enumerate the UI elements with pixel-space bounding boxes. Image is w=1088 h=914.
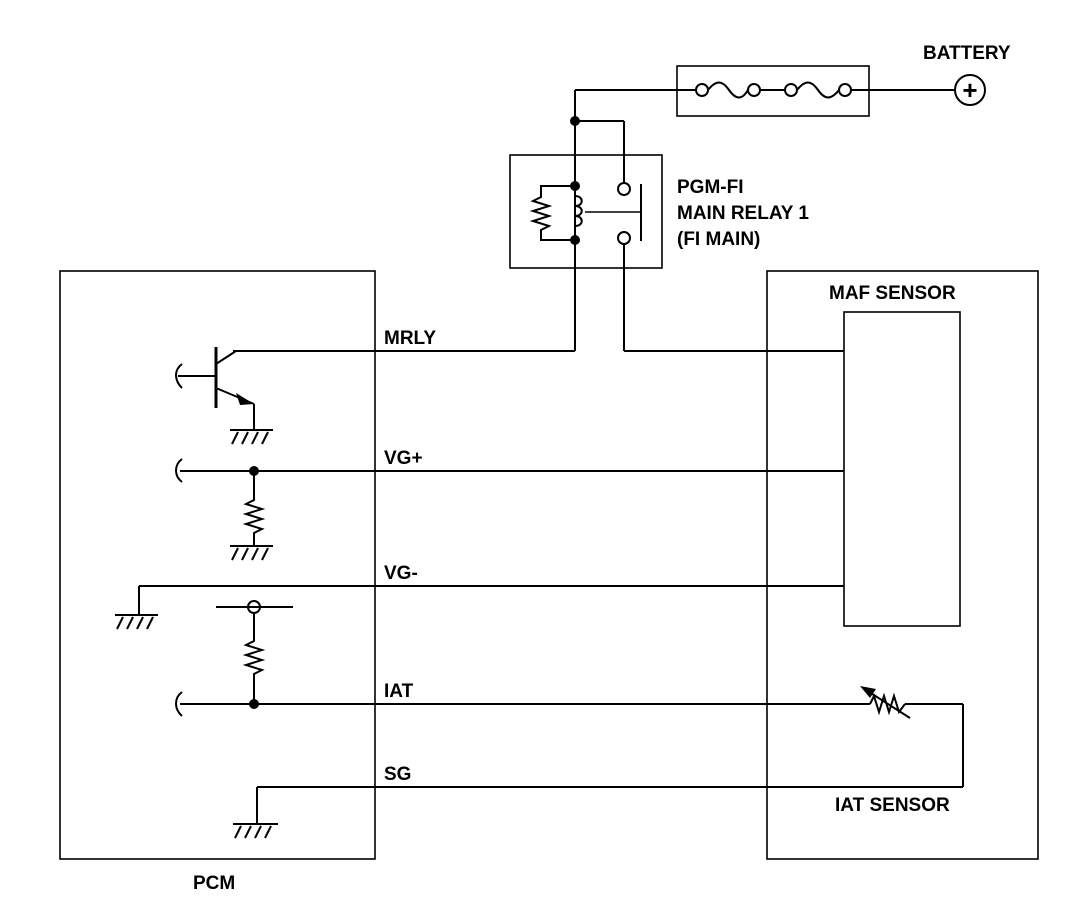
battery-symbol: + [954,74,986,106]
battery-label: BATTERY [923,43,1011,64]
ground-icon [230,545,273,561]
iat-sensor-label: IAT SENSOR [835,795,950,816]
sg-label: SG [384,764,411,785]
fuse-icons [575,81,955,99]
vg-minus-label: VG- [384,563,418,584]
vg-plus-label: VG+ [384,448,423,469]
ground-icon [115,586,158,630]
battery-plus-glyph: + [962,75,977,105]
iat-label: IAT [384,681,414,702]
relay-symbol [529,90,642,351]
ground-icon [233,787,278,839]
relay-label-line2: MAIN RELAY 1 [677,203,809,224]
pcm-label: PCM [193,873,235,894]
transistor-icon [175,347,255,430]
mrly-label: MRLY [384,328,436,349]
relay-box [509,154,663,269]
relay-label-line3: (FI MAIN) [677,229,760,250]
vg-plus-resistor-icon [175,458,266,546]
ground-icon [230,429,273,445]
signal-wires [139,350,964,788]
sensor-unit-box [766,270,1039,860]
thermistor-icon [860,686,911,719]
maf-sensor-label: MAF SENSOR [829,283,956,304]
relay-label-line1: PGM-FI [677,177,744,198]
maf-sensor-element [843,311,961,627]
pcm-box [59,270,376,860]
iat-pullup-resistor-icon [175,600,293,717]
